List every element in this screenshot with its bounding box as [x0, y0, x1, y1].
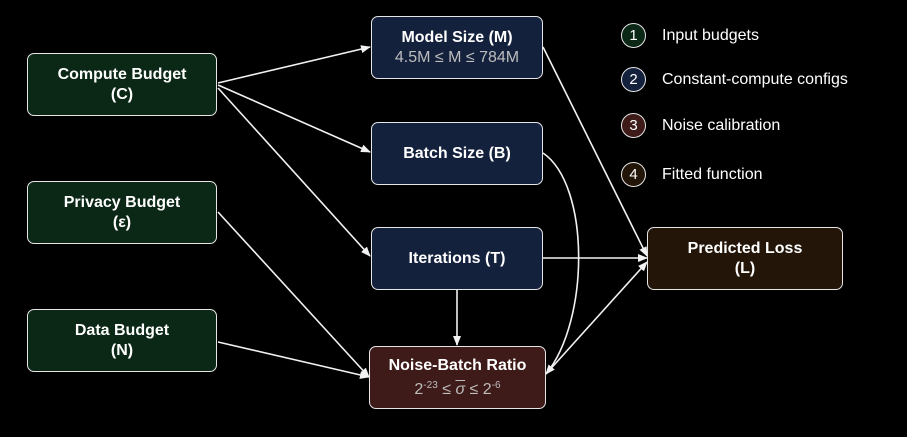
- iterations-node: Iterations (T): [371, 227, 543, 290]
- noise-batch-ratio-title: Noise-Batch Ratio: [388, 356, 527, 374]
- range-le-1: ≤: [442, 380, 451, 398]
- edge-privacy-to-noise: [217, 211, 370, 378]
- edge-model-to-loss: [542, 46, 648, 257]
- edge-compute-to-iterations: [217, 87, 371, 257]
- range-low-exponent: -23: [423, 379, 438, 391]
- legend-item-fitted-function: 4 Fitted function: [621, 162, 763, 187]
- legend-item-input-budgets: 1 Input budgets: [621, 23, 759, 48]
- legend-badge-1: 1: [621, 23, 646, 48]
- range-high-base: 2: [482, 380, 492, 398]
- range-le-2: ≤: [469, 380, 479, 398]
- legend-label-3: Noise calibration: [662, 116, 781, 134]
- predicted-loss-node: Predicted Loss (L): [647, 227, 843, 290]
- predicted-loss-title: Predicted Loss: [687, 239, 803, 257]
- privacy-budget-node: Privacy Budget (ε): [27, 181, 217, 244]
- legend-badge-3: 3: [621, 113, 646, 138]
- edge-batch-to-noise: [542, 152, 580, 375]
- range-high-exponent: -6: [491, 379, 501, 391]
- data-budget-symbol: (N): [110, 341, 134, 359]
- edge-compute-to-model: [217, 45, 371, 84]
- edge-data-to-noise: [217, 341, 370, 379]
- legend-badge-2: 2: [621, 67, 646, 92]
- legend-label-4: Fitted function: [662, 165, 763, 183]
- privacy-budget-title: Privacy Budget: [63, 193, 181, 211]
- range-low-base: 2: [414, 380, 424, 398]
- data-budget-node: Data Budget (N): [27, 309, 217, 372]
- legend-item-noise-calibration: 3 Noise calibration: [621, 113, 780, 138]
- iterations-title: Iterations (T): [408, 249, 506, 267]
- legend-item-constant-compute: 2 Constant-compute configs: [621, 67, 848, 92]
- legend-label-1: Input budgets: [662, 26, 759, 44]
- noise-batch-ratio-node: Noise-Batch Ratio 2-23 ≤ σ ≤ 2-6: [369, 346, 546, 409]
- compute-budget-title: Compute Budget: [57, 65, 187, 83]
- batch-size-title: Batch Size (B): [403, 144, 511, 162]
- predicted-loss-symbol: (L): [734, 259, 756, 277]
- model-size-title: Model Size (M): [401, 28, 513, 46]
- range-sigma: σ: [455, 380, 466, 398]
- edge-noise-to-loss: [545, 261, 648, 375]
- noise-batch-ratio-range: 2-23 ≤ σ ≤ 2-6: [414, 376, 500, 400]
- legend-label-2: Constant-compute configs: [662, 70, 848, 88]
- compute-budget-symbol: (C): [110, 85, 134, 103]
- data-budget-title: Data Budget: [74, 321, 170, 339]
- compute-budget-node: Compute Budget (C): [27, 53, 217, 116]
- privacy-budget-symbol: (ε): [112, 213, 132, 231]
- legend-badge-4: 4: [621, 162, 646, 187]
- edge-compute-to-batch: [217, 84, 371, 153]
- batch-size-node: Batch Size (B): [371, 122, 543, 185]
- model-size-range: 4.5M ≤ M ≤ 784M: [394, 48, 520, 66]
- model-size-node: Model Size (M) 4.5M ≤ M ≤ 784M: [371, 16, 543, 79]
